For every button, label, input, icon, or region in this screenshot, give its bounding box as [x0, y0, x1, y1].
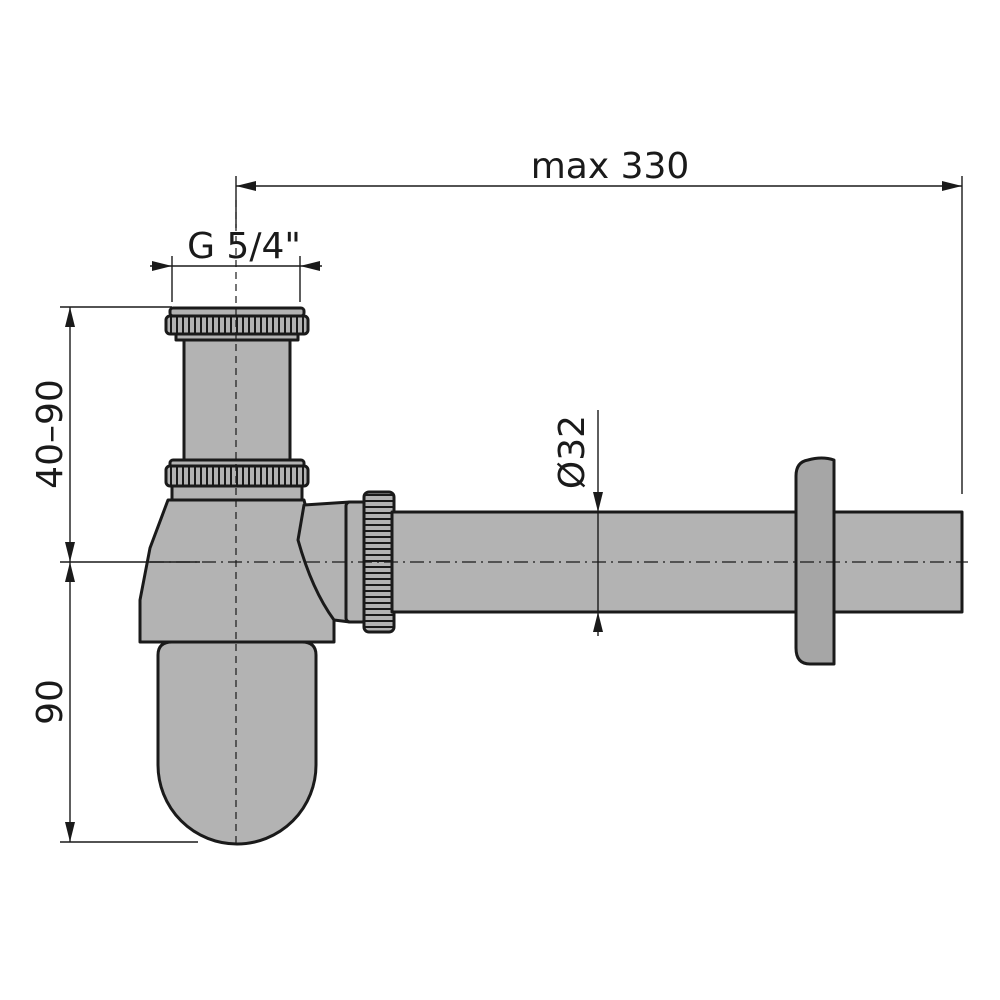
horizontal-pipe — [390, 456, 964, 666]
dim-pipe-diameter: Ø32 — [552, 410, 603, 636]
dim-pipe-diameter-label: Ø32 — [552, 415, 593, 489]
dim-thread: G 5/4" — [150, 226, 322, 302]
dim-max-length: max 330 — [235, 146, 963, 494]
tail-pipe — [182, 336, 292, 464]
upper-flange-nut — [164, 306, 310, 342]
dim-upper-height: 40–90 — [30, 306, 200, 563]
middle-nut — [164, 458, 310, 502]
dim-lower-height-label: 90 — [30, 679, 71, 725]
wall-rosette — [794, 456, 836, 666]
trap-body — [138, 306, 396, 846]
bottle-cup — [156, 640, 318, 846]
dim-upper-height-label: 40–90 — [30, 379, 71, 489]
dim-max-length-label: max 330 — [531, 146, 690, 187]
dim-thread-label: G 5/4" — [187, 226, 301, 267]
dim-lower-height: 90 — [30, 562, 198, 843]
outlet-stub — [296, 500, 352, 624]
